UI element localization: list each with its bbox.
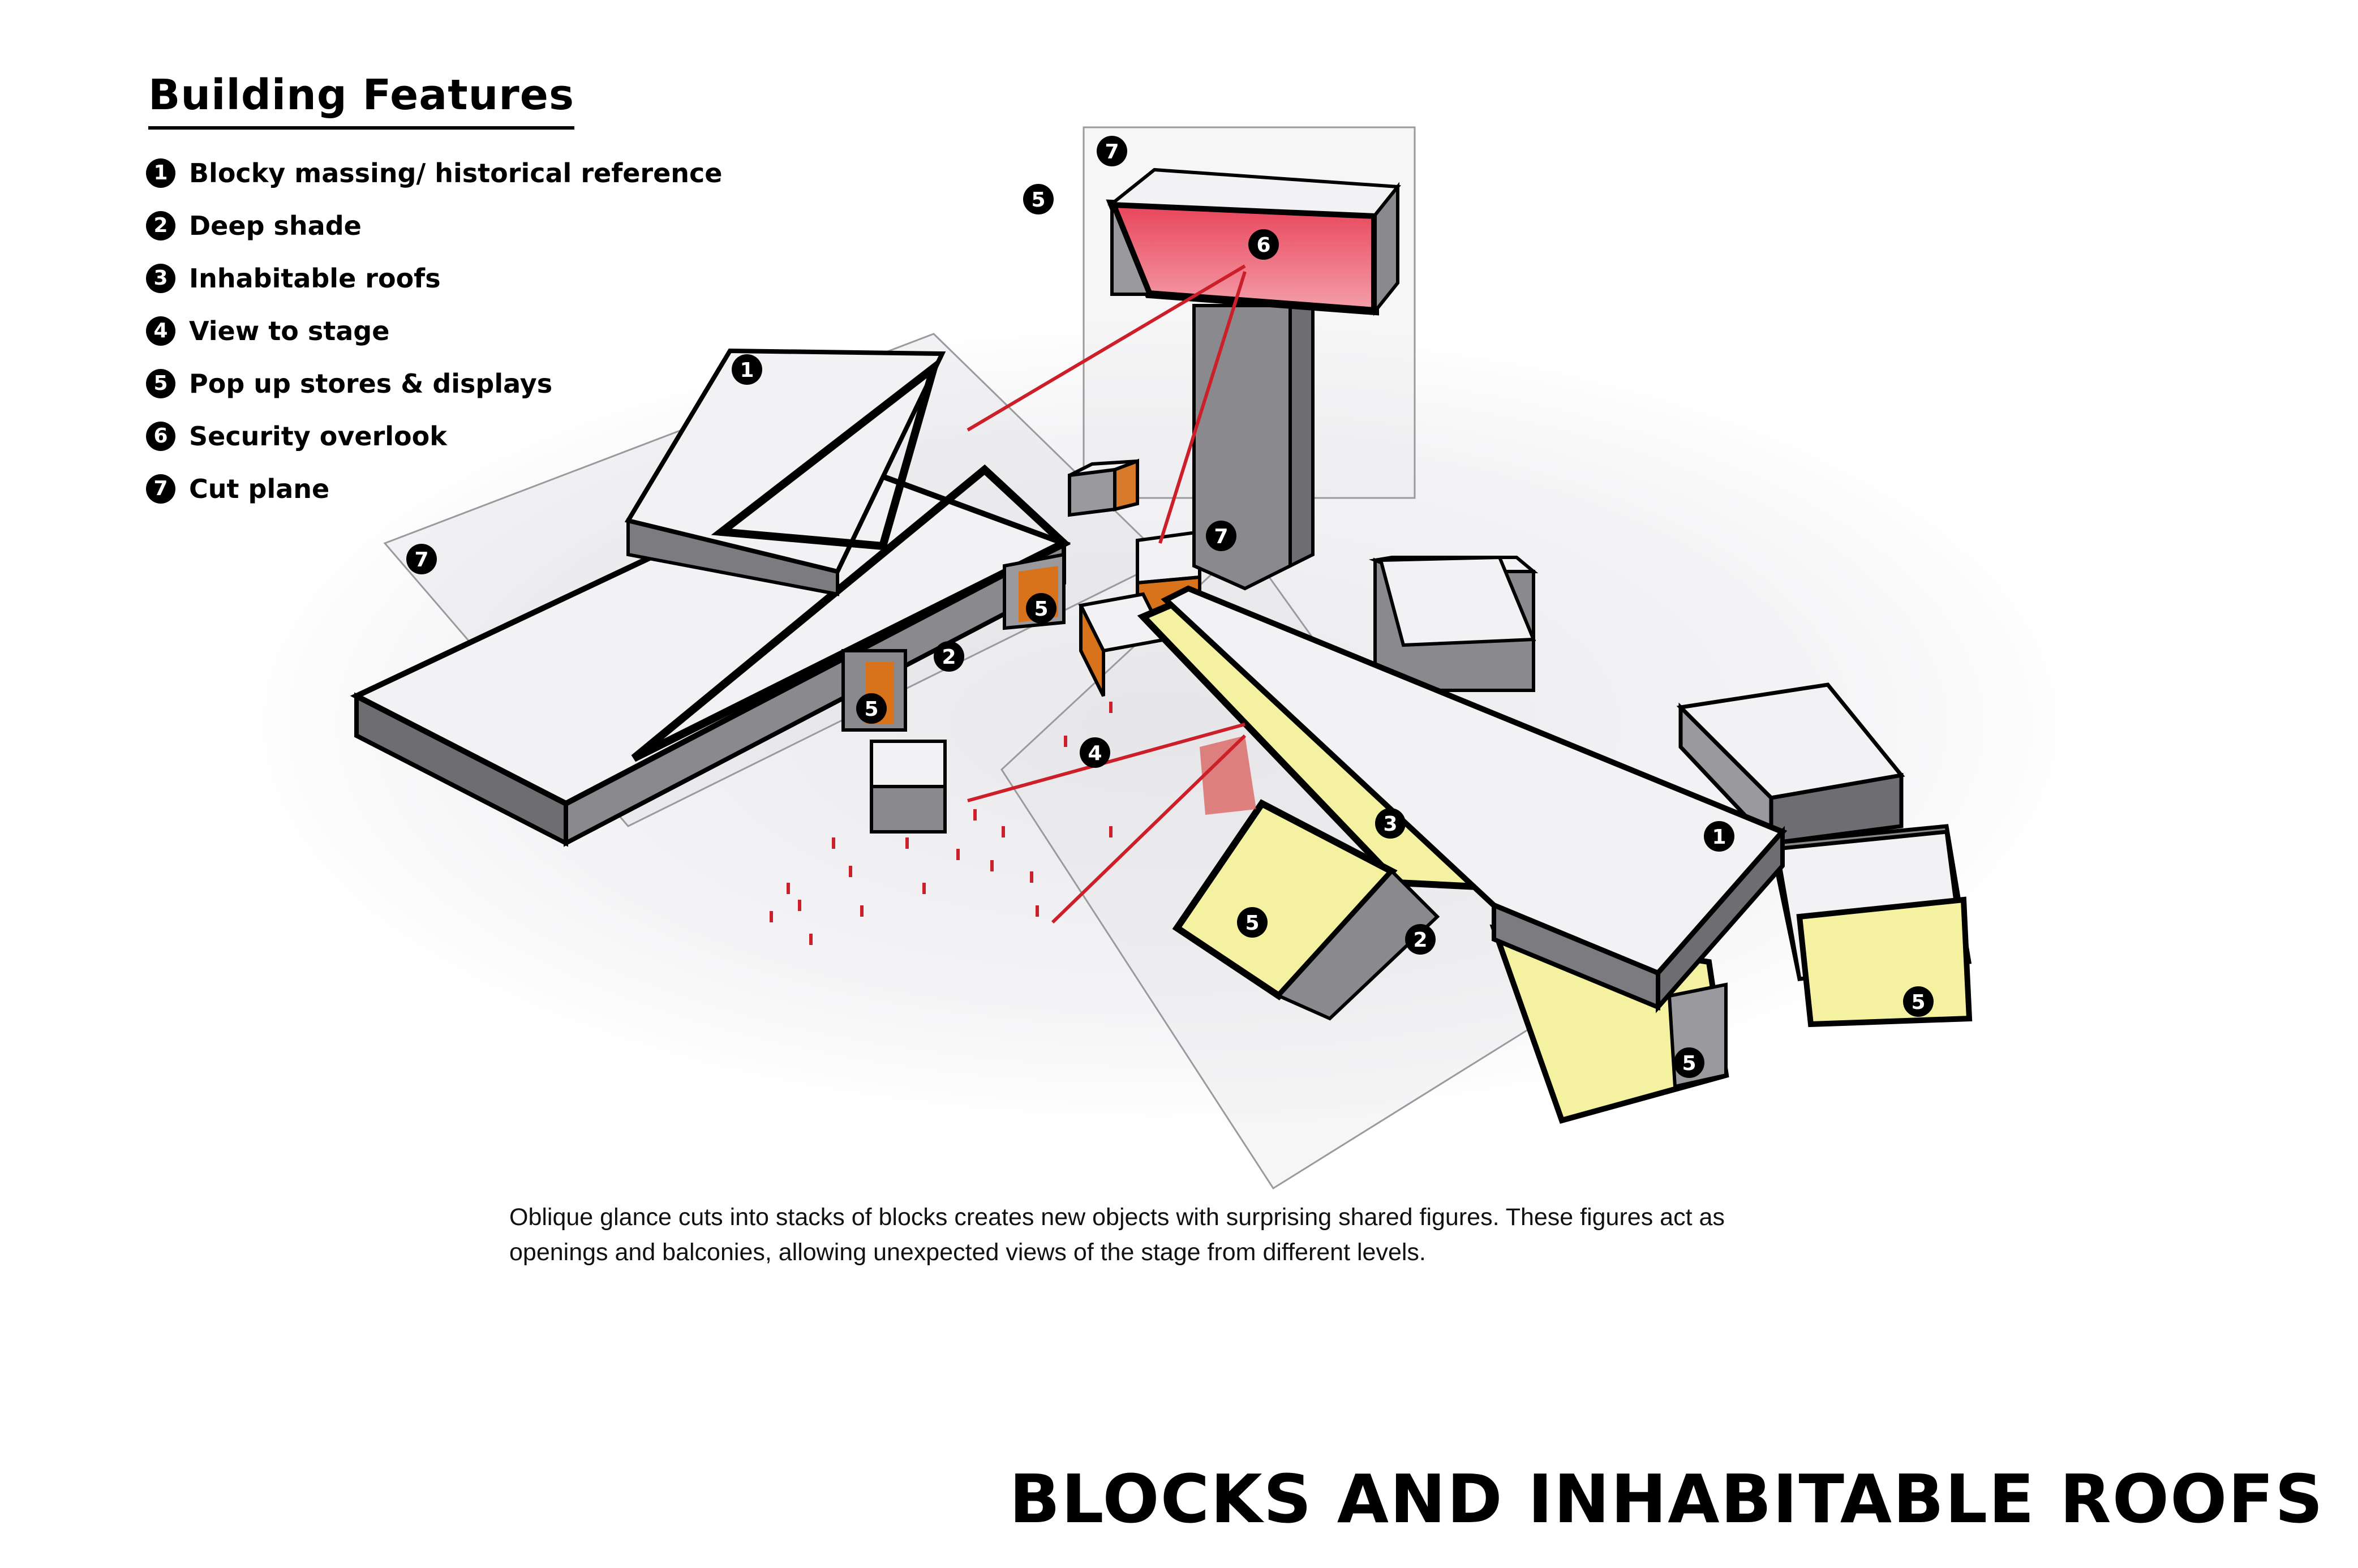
marker: 5	[1023, 184, 1054, 214]
marker: 3	[1375, 808, 1406, 839]
people	[770, 702, 1113, 945]
svg-text:5: 5	[1911, 991, 1925, 1014]
yellow-lower-box	[1172, 799, 1440, 1021]
upper-left-block-roof	[624, 348, 946, 574]
legend: Building Features 1 Blocky massing/ histo…	[146, 71, 723, 515]
cube-front-white	[870, 740, 947, 834]
number-badge: 5	[146, 368, 175, 398]
svg-text:6: 6	[1256, 234, 1270, 257]
marker: 5	[1026, 593, 1056, 624]
legend-item: 6 Security overlook	[146, 410, 723, 462]
marker: 7	[1097, 136, 1127, 166]
svg-text:4: 4	[1088, 742, 1102, 765]
marker: 7	[406, 544, 437, 574]
page-title: BLOCKS AND INHABITABLE ROOFS	[1009, 1460, 2324, 1538]
marker: 7	[1206, 521, 1236, 551]
legend-item: 5 Pop up stores & displays	[146, 357, 723, 410]
svg-text:5: 5	[1682, 1052, 1696, 1075]
legend-item: 2 Deep shade	[146, 199, 723, 252]
svg-text:5: 5	[1245, 912, 1259, 935]
number-badge: 7	[146, 474, 175, 504]
legend-label: Deep shade	[189, 210, 362, 241]
svg-text:1: 1	[1712, 826, 1726, 849]
svg-text:5: 5	[864, 698, 878, 721]
legend-item: 1 Blocky massing/ historical reference	[146, 147, 723, 199]
cube-right-back	[1368, 555, 1539, 692]
svg-text:1: 1	[740, 359, 754, 382]
legend-label: Inhabitable roofs	[189, 263, 441, 294]
cube-center-small	[1068, 458, 1139, 517]
marker: 5	[1903, 986, 1934, 1017]
legend-item: 3 Inhabitable roofs	[146, 252, 723, 304]
legend-label: Pop up stores & displays	[189, 368, 553, 399]
legend-label: Cut plane	[189, 473, 330, 504]
caption: Oblique glance cuts into stacks of block…	[509, 1200, 1725, 1270]
number-badge: 2	[146, 211, 175, 240]
marker: 1	[1704, 821, 1734, 852]
svg-text:7: 7	[414, 548, 428, 572]
svg-text:5: 5	[1034, 598, 1048, 621]
marker: 5	[1674, 1047, 1704, 1078]
tower	[1106, 167, 1401, 591]
number-badge: 3	[146, 263, 175, 293]
red-column	[1200, 736, 1256, 815]
legend-label: Blocky massing/ historical reference	[189, 157, 723, 188]
legend-label: View to stage	[189, 315, 390, 346]
marker: 5	[1237, 907, 1268, 938]
marker: 2	[1405, 924, 1436, 955]
svg-text:2: 2	[942, 646, 956, 669]
marker: 5	[856, 693, 887, 724]
caption-line: Oblique glance cuts into stacks of block…	[509, 1204, 1725, 1231]
marker: 1	[732, 354, 762, 385]
caption-line: openings and balconies, allowing unexpec…	[509, 1239, 1426, 1266]
svg-text:5: 5	[1031, 188, 1045, 212]
legend-title: Building Features	[148, 71, 575, 130]
marker: 6	[1248, 229, 1279, 260]
right-slab-side	[1656, 826, 1785, 1013]
number-badge: 4	[146, 316, 175, 346]
legend-item: 4 View to stage	[146, 304, 723, 357]
legend-item: 7 Cut plane	[146, 462, 723, 515]
marker: 4	[1080, 737, 1110, 768]
svg-text:2: 2	[1413, 929, 1427, 952]
cube-center-3	[1078, 592, 1169, 697]
number-badge: 1	[146, 158, 175, 188]
marker: 2	[934, 641, 964, 672]
upper-left-block-cut	[711, 357, 941, 551]
number-badge: 6	[146, 421, 175, 451]
svg-text:7: 7	[1105, 140, 1119, 164]
svg-text:7: 7	[1214, 525, 1228, 548]
svg-text:3: 3	[1383, 813, 1397, 836]
legend-label: Security overlook	[189, 420, 447, 452]
